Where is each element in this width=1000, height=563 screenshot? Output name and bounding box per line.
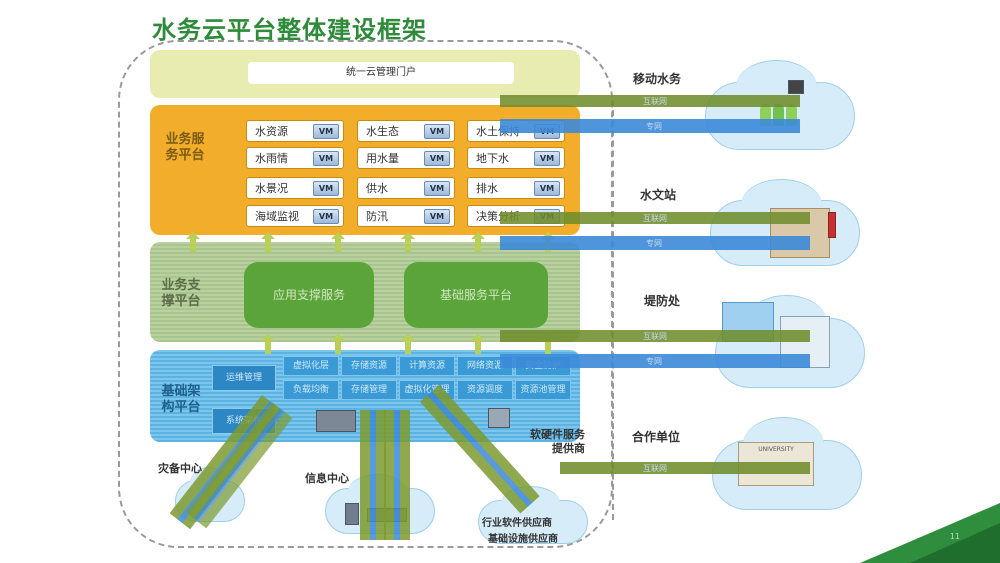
service-10[interactable]: 防汛 VM (357, 205, 455, 227)
service-label: 地下水 (476, 152, 509, 165)
internet-link (500, 95, 800, 107)
vm-icon: VM (424, 124, 450, 139)
base-cell-5[interactable]: 负载均衡 (283, 380, 339, 400)
service-9[interactable]: 海域监视 VM (246, 205, 344, 227)
arrow-up (541, 334, 555, 354)
datacenter-server-icon (316, 410, 356, 432)
vm-icon: VM (424, 209, 450, 224)
link-info-2 (384, 410, 410, 540)
service-label: 水生态 (366, 125, 399, 138)
site-partner-label: 合作单位 (632, 430, 681, 444)
info-center-label: 信息中心 (305, 472, 349, 485)
arrow-up (401, 334, 415, 354)
support-layer-label: 业务支撑平台 (161, 278, 201, 309)
page-title: 水务云平台整体建设框架 (152, 16, 427, 44)
service-label: 用水量 (366, 152, 399, 165)
business-layer-label: 业务服务平台 (165, 132, 205, 163)
provider-server-icon (488, 408, 510, 428)
unified-portal-box[interactable]: 统一云管理门户 (248, 62, 514, 84)
private-net-label: 专网 (646, 122, 662, 131)
service-label: 水资源 (255, 125, 288, 138)
service-1[interactable]: 水生态 VM (357, 120, 455, 142)
page-number: 11 (949, 532, 960, 541)
vm-icon: VM (534, 181, 560, 196)
service-label: 供水 (366, 182, 388, 195)
flag-icon (828, 212, 836, 238)
service-label: 防汛 (366, 210, 388, 223)
internet-link (560, 462, 810, 474)
vm-icon: VM (534, 151, 560, 166)
disaster-center-label: 灾备中心 (158, 462, 202, 475)
user-icon (786, 104, 797, 126)
link-info (360, 410, 386, 540)
arrow-up (471, 232, 485, 252)
arrow-up (331, 232, 345, 252)
provider3-label: 基础设施供应商 (488, 534, 558, 545)
base-cell-8[interactable]: 资源调度 (457, 380, 513, 400)
internet-link (500, 330, 810, 342)
operator-icon (345, 503, 359, 525)
base-cell-1[interactable]: 存储资源 (341, 356, 397, 376)
service-label: 水景况 (255, 182, 288, 195)
vm-icon: VM (424, 151, 450, 166)
private-net-label: 专网 (646, 357, 662, 366)
service-7[interactable]: 供水 VM (357, 177, 455, 199)
base-side-ops[interactable]: 运维管理 (212, 365, 276, 391)
base-cell-2[interactable]: 计算资源 (399, 356, 455, 376)
university-sign: UNIVERSITY (758, 446, 794, 453)
service-label: 排水 (476, 182, 498, 195)
user-icon (773, 104, 784, 126)
arrow-up (331, 334, 345, 354)
service-8[interactable]: 排水 VM (467, 177, 565, 199)
vm-icon: VM (313, 209, 339, 224)
internet-label: 互联网 (643, 97, 667, 106)
site-levee-label: 堤防处 (644, 294, 681, 308)
site-mobile-label: 移动水务 (633, 72, 682, 86)
base-cell-0[interactable]: 虚拟化层 (283, 356, 339, 376)
support-box-application[interactable]: 应用支撑服务 (244, 262, 374, 328)
base-cell-9[interactable]: 资源池管理 (515, 380, 571, 400)
internet-link (500, 212, 810, 224)
support-box-base-service[interactable]: 基础服务平台 (404, 262, 548, 328)
arrow-up (261, 232, 275, 252)
arrow-up (186, 232, 200, 252)
private-link (500, 236, 810, 250)
service-5[interactable]: 地下水 VM (467, 147, 565, 169)
arrow-up (401, 232, 415, 252)
base-cell-6[interactable]: 存储管理 (341, 380, 397, 400)
phone-icon (788, 80, 804, 94)
service-label: 水雨情 (255, 152, 288, 165)
user-icon (760, 104, 771, 126)
provider1-label: 软硬件服务提供商 (530, 428, 585, 455)
vm-icon: VM (424, 181, 450, 196)
private-link (500, 354, 810, 368)
provider2-label: 行业软件供应商 (482, 518, 552, 529)
internet-label: 互联网 (643, 214, 667, 223)
service-label: 海域监视 (255, 210, 299, 223)
service-0[interactable]: 水资源 VM (246, 120, 344, 142)
vm-icon: VM (313, 151, 339, 166)
internal-external-divider (612, 100, 614, 520)
private-net-label: 专网 (646, 239, 662, 248)
corner-decoration (910, 523, 1000, 563)
arrow-up (471, 334, 485, 354)
base-layer-label: 基础架构平台 (161, 384, 201, 415)
vm-icon: VM (313, 124, 339, 139)
service-6[interactable]: 水景况 VM (246, 177, 344, 199)
service-3[interactable]: 水雨情 VM (246, 147, 344, 169)
internet-label: 互联网 (643, 332, 667, 341)
service-4[interactable]: 用水量 VM (357, 147, 455, 169)
private-link (500, 119, 800, 133)
vm-icon: VM (313, 181, 339, 196)
site-hydro-label: 水文站 (640, 188, 677, 202)
arrow-up (261, 334, 275, 354)
internet-label: 互联网 (643, 464, 667, 473)
